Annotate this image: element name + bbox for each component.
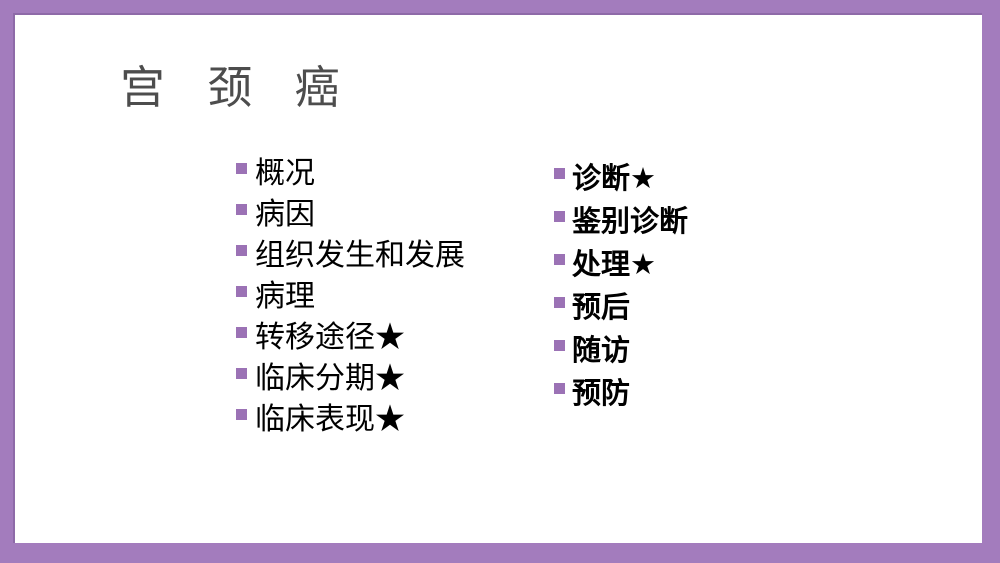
list-item[interactable]: 病理 xyxy=(236,278,536,319)
square-bullet-icon xyxy=(554,211,565,222)
square-bullet-icon xyxy=(236,204,247,215)
list-item[interactable]: 处理★ xyxy=(554,245,854,288)
slide-frame-left-band xyxy=(0,0,13,563)
list-item-label: 鉴别诊断 xyxy=(572,204,689,238)
list-item[interactable]: 概况 xyxy=(236,155,536,196)
square-bullet-icon xyxy=(236,368,247,379)
outline-list-right: 诊断★ 鉴别诊断 处理★ 预后 随访 预防 xyxy=(554,159,854,417)
slide-frame-top-inline xyxy=(13,13,982,15)
list-item-label: 病理 xyxy=(255,279,315,314)
list-item-label: 病因 xyxy=(255,197,315,232)
list-item[interactable]: 临床分期★ xyxy=(236,360,536,401)
list-item-label: 转移途径★ xyxy=(255,320,405,355)
list-item[interactable]: 预后 xyxy=(554,288,854,331)
slide-frame-top-band xyxy=(0,0,1000,13)
list-item[interactable]: 随访 xyxy=(554,331,854,374)
outline-column-left: 概况 病因 组织发生和发展 病理 转移途径★ 临床分期★ xyxy=(236,155,536,442)
slide-canvas xyxy=(15,15,982,543)
square-bullet-icon xyxy=(554,383,565,394)
slide-title: 宫 颈 癌 xyxy=(120,61,354,114)
list-item-label: 临床表现★ xyxy=(255,402,405,437)
square-bullet-icon xyxy=(554,254,565,265)
list-item-label: 处理★ xyxy=(572,247,656,281)
list-item-label: 概况 xyxy=(255,156,315,191)
square-bullet-icon xyxy=(236,327,247,338)
list-item[interactable]: 预防 xyxy=(554,374,854,417)
square-bullet-icon xyxy=(236,163,247,174)
square-bullet-icon xyxy=(236,245,247,256)
list-item[interactable]: 诊断★ xyxy=(554,159,854,202)
square-bullet-icon xyxy=(236,286,247,297)
list-item[interactable]: 临床表现★ xyxy=(236,401,536,442)
list-item[interactable]: 组织发生和发展 xyxy=(236,237,536,278)
slide-frame-bottom-band xyxy=(0,543,1000,563)
list-item-label: 随访 xyxy=(572,333,631,367)
square-bullet-icon xyxy=(554,340,565,351)
list-item-label: 诊断★ xyxy=(572,161,656,195)
square-bullet-icon xyxy=(236,409,247,420)
list-item-label: 预防 xyxy=(572,376,631,410)
outline-list-left: 概况 病因 组织发生和发展 病理 转移途径★ 临床分期★ xyxy=(236,155,536,442)
square-bullet-icon xyxy=(554,168,565,179)
list-item[interactable]: 鉴别诊断 xyxy=(554,202,854,245)
list-item-label: 预后 xyxy=(572,290,631,324)
list-item[interactable]: 转移途径★ xyxy=(236,319,536,360)
list-item-label: 组织发生和发展 xyxy=(255,238,465,273)
outline-column-right: 诊断★ 鉴别诊断 处理★ 预后 随访 预防 xyxy=(554,159,854,417)
square-bullet-icon xyxy=(554,297,565,308)
list-item[interactable]: 病因 xyxy=(236,196,536,237)
list-item-label: 临床分期★ xyxy=(255,361,405,396)
slide-frame-right-band xyxy=(982,0,1000,563)
slide-frame-left-inline xyxy=(13,13,15,543)
